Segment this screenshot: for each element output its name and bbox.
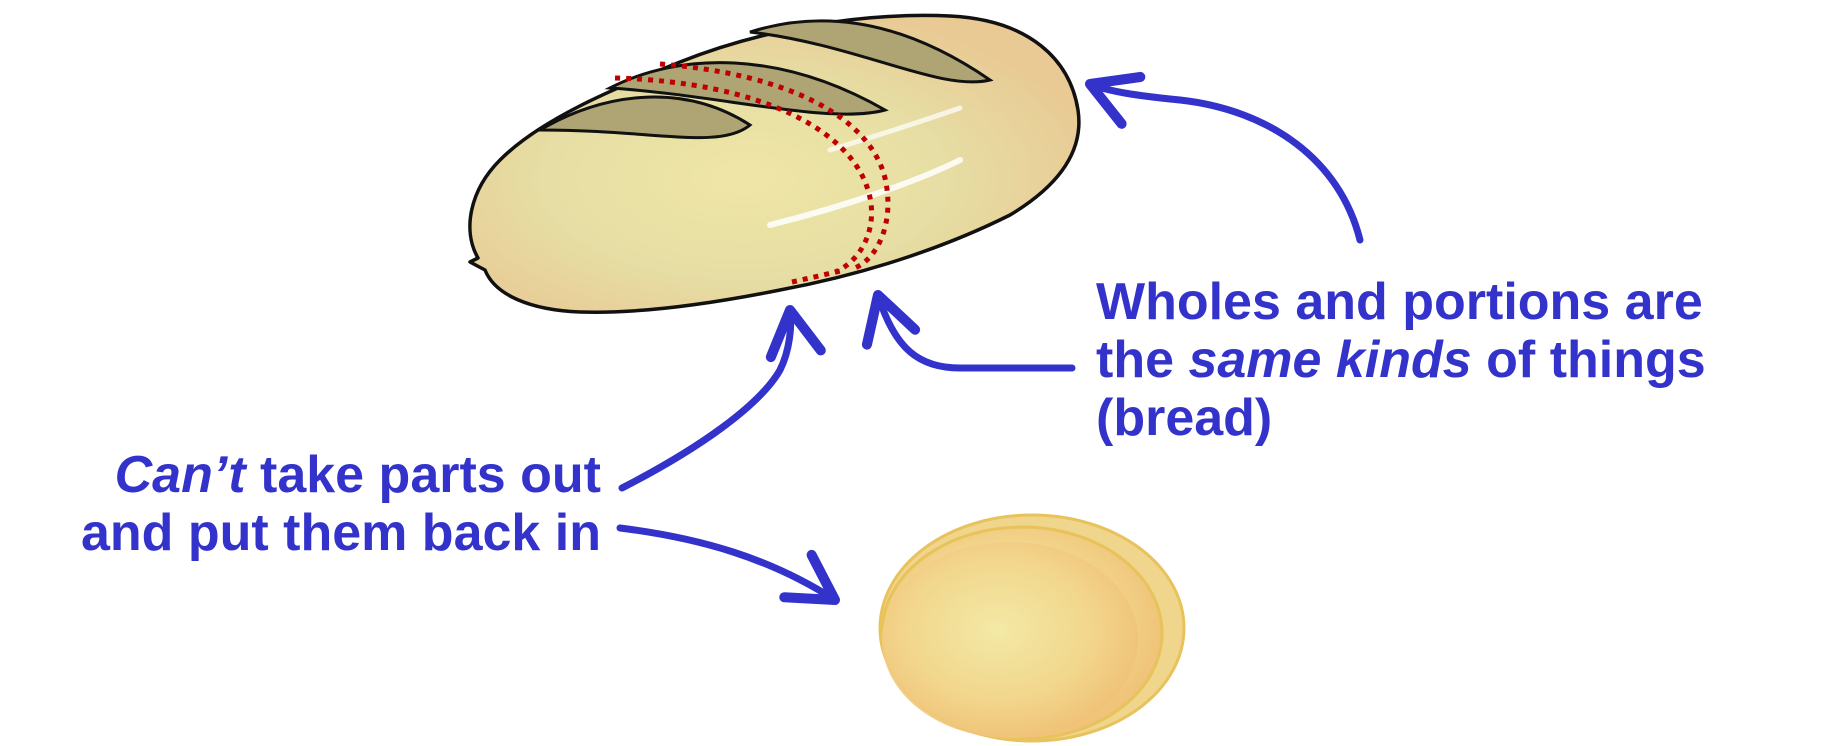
same-kinds-emphasis: same kinds bbox=[1188, 331, 1471, 389]
cant-emphasis: Can’t bbox=[115, 446, 246, 504]
right-label-line-2: the same kinds of things bbox=[1096, 331, 1706, 389]
cant-take-parts-label: Can’t take parts out and put them back i… bbox=[81, 446, 601, 562]
bread-loaf-icon bbox=[470, 15, 1079, 312]
arrow-to-loaf-underside bbox=[878, 295, 1072, 368]
wholes-and-portions-label: Wholes and portions are the same kinds o… bbox=[1096, 273, 1706, 447]
right-label-line-2-after: of things bbox=[1472, 331, 1706, 389]
arrow-to-loaf-end bbox=[1090, 84, 1360, 240]
left-label-line-1-after: take parts out bbox=[246, 446, 601, 504]
right-label-line-2-before: the bbox=[1096, 331, 1188, 389]
arrow-to-slice bbox=[620, 528, 835, 600]
left-label-line-1: Can’t take parts out bbox=[81, 446, 601, 504]
arrow-to-loaf-cut bbox=[622, 310, 791, 488]
left-label-line-2: and put them back in bbox=[81, 504, 601, 562]
bread-slice-icon bbox=[880, 515, 1184, 741]
right-label-line-1: Wholes and portions are bbox=[1096, 273, 1706, 331]
right-label-line-3: (bread) bbox=[1096, 389, 1706, 447]
